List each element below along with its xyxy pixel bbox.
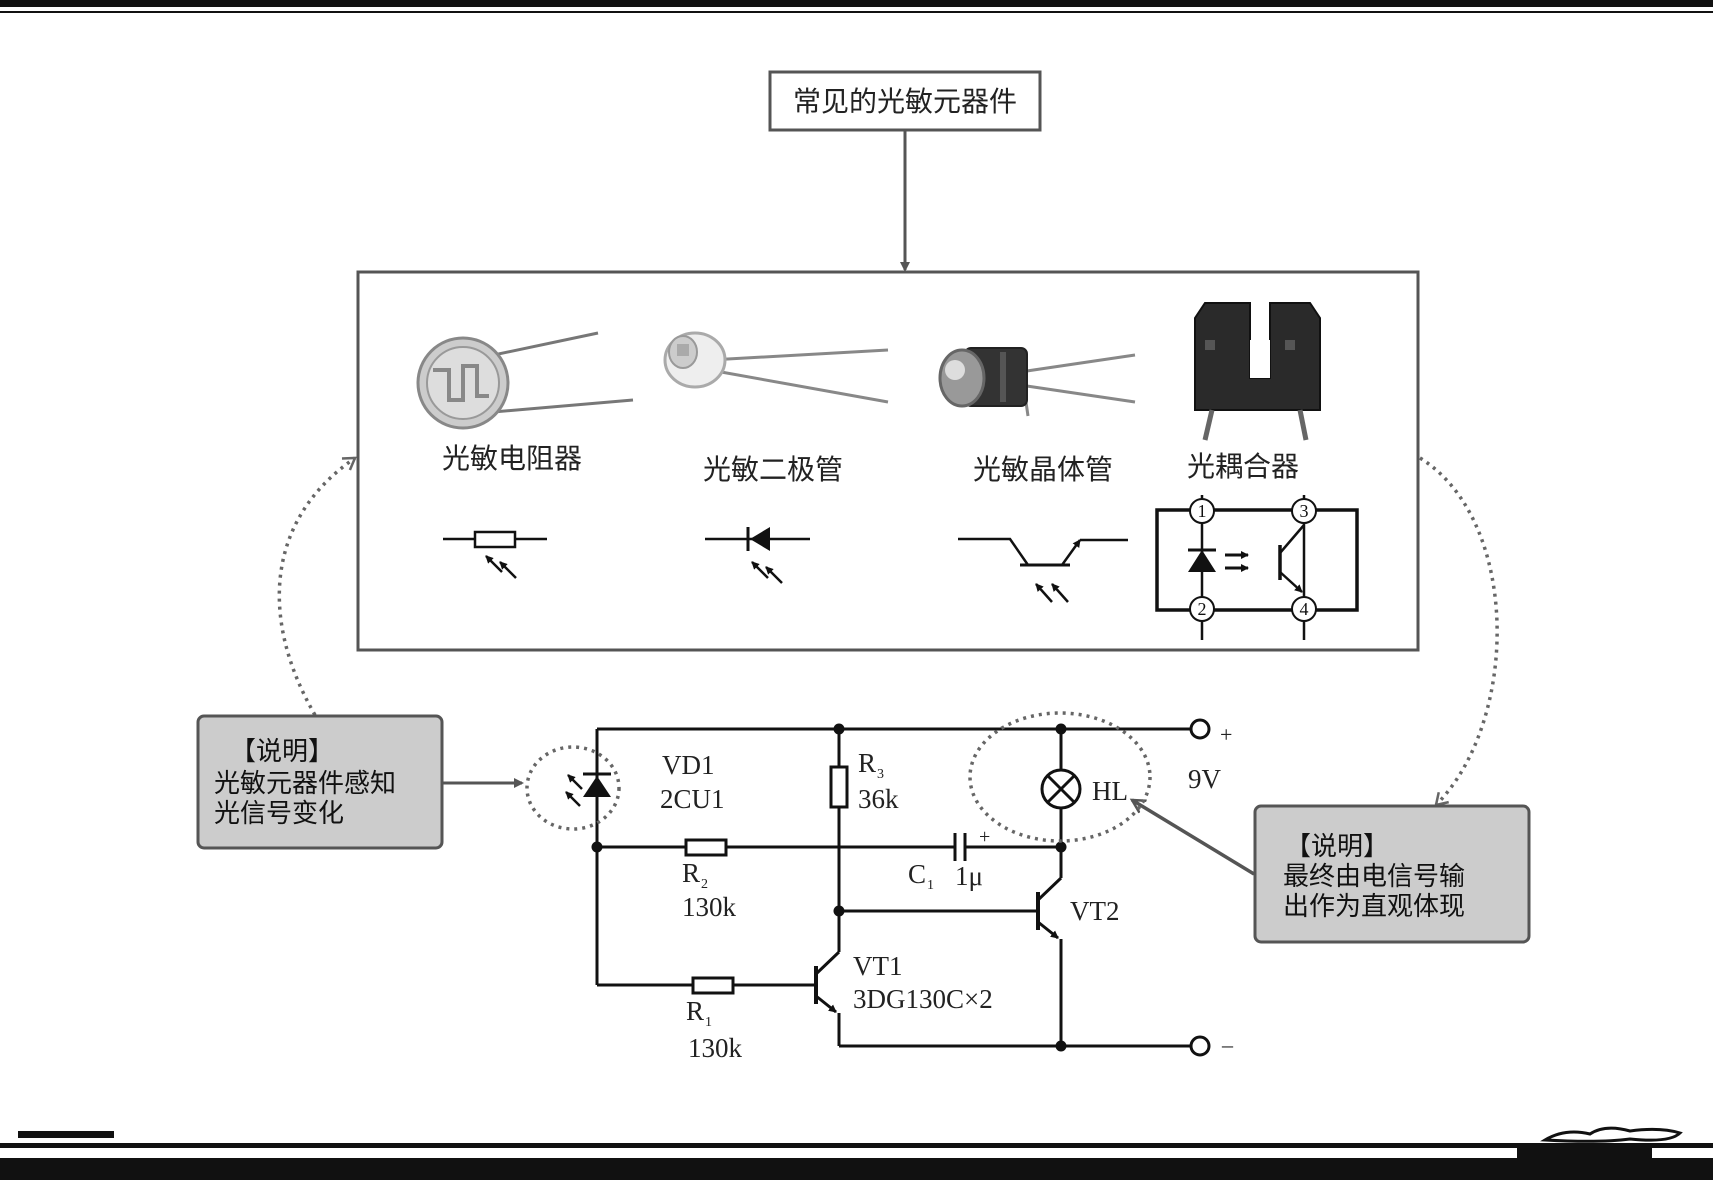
r1-symbol [691,976,735,995]
photoresistor-photo [416,331,634,430]
note-right-line1: 最终由电信号输 [1283,862,1465,892]
note-right: 【说明】 最终由电信号输 出作为直观体现 [1253,804,1531,944]
opto-pin-4: 4 [1300,599,1309,619]
note-right-arrow [1132,798,1255,876]
vt1-part: 3DG130C×2 [853,984,993,1014]
r3-name: R [858,748,876,778]
phototransistor-photo [938,347,1136,417]
opto-pin-2: 2 [1198,599,1207,619]
photoresistor-symbol [443,530,547,579]
note-left: 【说明】 光敏元器件感知 光信号变化 [196,714,444,850]
right-dotted-connector [1419,456,1499,805]
r3-sub: 3 [877,767,884,782]
r1-name: R [686,996,704,1026]
photodiode-photo [663,331,889,404]
phototransistor-label: 光敏晶体管 [973,453,1113,486]
hl-name: HL [1092,776,1128,806]
left-dotted-connector [277,456,355,716]
circuit: VD1 2CU1 R 3 36k R 2 130k R 1 130k C 1 1… [525,711,1234,1063]
vd1-part: 2CU1 [660,784,725,814]
optocoupler-symbol: 1 2 3 4 [1155,495,1359,640]
supply-minus: – [1221,1032,1234,1057]
photodiode-label: 光敏二极管 [703,453,843,486]
c1-name: C [908,859,926,889]
r1-value: 130k [688,1033,743,1063]
photodiode-symbol [705,527,810,584]
terminal-plus [1189,718,1211,740]
vd1-symbol [583,776,611,797]
r1-sub: 1 [705,1015,712,1030]
vt2-name: VT2 [1070,896,1120,926]
r3-value: 36k [858,784,899,814]
phototransistor-symbol [958,537,1128,603]
c1-sub: 1 [927,878,934,893]
note-left-line1: 光敏元器件感知 [214,769,396,799]
r2-sub: 2 [701,877,708,892]
opto-pin-1: 1 [1198,501,1207,521]
c1-value: 1μ [955,861,983,891]
note-right-title: 【说明】 [1285,832,1389,862]
supply-voltage: 9V [1188,764,1222,794]
note-left-title: 【说明】 [230,737,334,767]
c1-plus: + [979,826,990,848]
hl-highlight [968,711,1152,843]
r2-symbol [684,838,728,857]
title-box-label: 常见的光敏元器件 [793,85,1017,118]
r3-symbol [829,765,849,809]
optocoupler-label: 光耦合器 [1187,450,1299,483]
note-right-line2: 出作为直观体现 [1283,892,1465,922]
supply-plus: + [1220,722,1232,747]
opto-pin-3: 3 [1300,501,1309,521]
vd1-highlight [525,745,621,831]
vt1-name: VT1 [853,951,903,981]
note-left-line2: 光信号变化 [214,799,344,829]
r2-name: R [682,858,700,888]
title-box: 常见的光敏元器件 [768,70,1042,132]
optocoupler-photo [1194,302,1321,441]
photoresistor-label: 光敏电阻器 [442,442,582,475]
vd1-name: VD1 [662,750,715,780]
terminal-minus [1189,1035,1211,1057]
r2-value: 130k [682,892,737,922]
